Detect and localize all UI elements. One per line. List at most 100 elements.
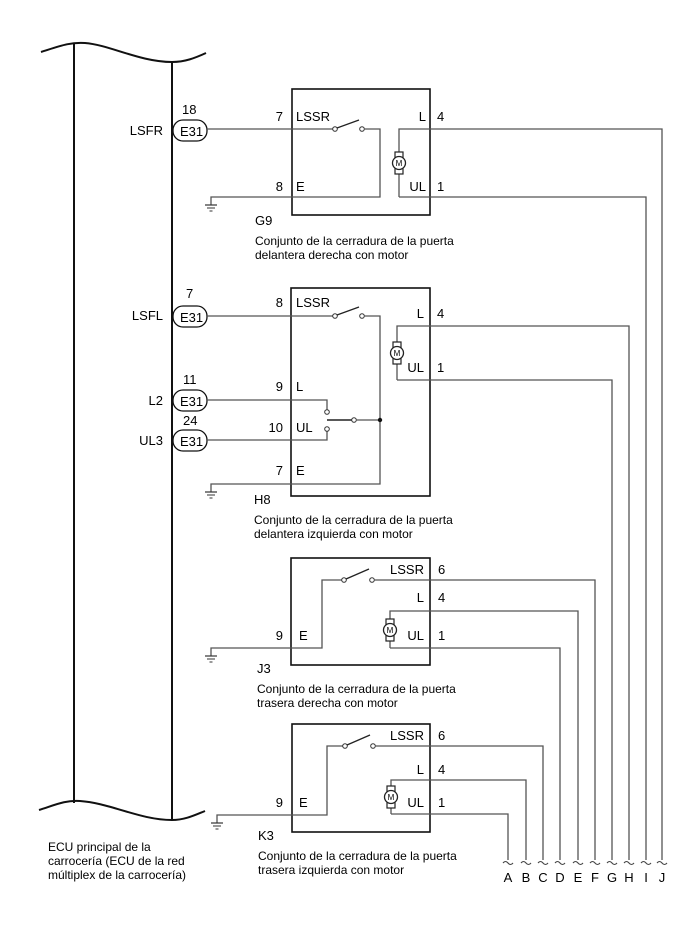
- break-mark: [520, 860, 532, 866]
- component-caption-line: Conjunto de la cerradura de la puerta: [255, 234, 454, 248]
- svg-text:M: M: [388, 793, 395, 802]
- wire-ul3: [207, 431, 328, 441]
- break-mark: [502, 860, 514, 866]
- pin-number: 1: [437, 179, 444, 194]
- wire-l2: [207, 399, 328, 410]
- continuation-label: I: [644, 870, 648, 885]
- ecu-terminal-lsfr: 18 LSFR E31: [130, 102, 208, 142]
- continuation-marker-e: E: [572, 860, 584, 885]
- wire-ground-j3: [210, 579, 342, 656]
- break-mark: [623, 860, 635, 866]
- pin-number: 11: [183, 372, 197, 387]
- component-code: G9: [255, 213, 272, 228]
- wire-k3-ul: [391, 813, 509, 860]
- pin-number: 1: [438, 795, 445, 810]
- continuation-marker-b: B: [520, 860, 532, 885]
- component-caption-line: delantera izquierda con motor: [254, 527, 413, 541]
- break-mark: [589, 860, 601, 866]
- pin-label: LSSR: [390, 562, 424, 577]
- continuation-label: B: [522, 870, 531, 885]
- continuation-label: D: [555, 870, 564, 885]
- ecu-block: ECU principal de la carrocería (ECU de l…: [38, 41, 207, 882]
- ecu-terminal-ul3: 24 UL3 E31: [139, 413, 208, 452]
- continuation-label: C: [538, 870, 547, 885]
- connector-label: E31: [180, 394, 203, 409]
- signal-label: LSFL: [132, 308, 163, 323]
- wire-k3-lssr: [375, 745, 544, 860]
- pin-number: 4: [437, 306, 444, 321]
- switch-contact: [351, 417, 357, 423]
- ecu-caption-line: múltiplex de la carrocería): [48, 868, 186, 882]
- component-h8: 8 LSSR 9 L 10 UL 7 E L 4 UL 1 H8 Conjunt…: [207, 287, 630, 860]
- ground-symbols: [205, 204, 223, 830]
- pin-label: UL: [407, 360, 424, 375]
- pin-number: 10: [269, 420, 283, 435]
- ecu-break-bottom: [38, 799, 206, 822]
- pin-number: 4: [438, 762, 445, 777]
- motor-icon: M: [389, 341, 405, 365]
- switch-contact: [341, 577, 347, 583]
- motor-icon: M: [382, 618, 398, 642]
- continuation-marker-i: I: [640, 860, 652, 885]
- switch-blade: [346, 734, 371, 746]
- svg-text:M: M: [394, 349, 401, 358]
- wire-k3-l: [390, 779, 527, 860]
- component-box: [291, 88, 431, 216]
- motor-icon: M: [391, 151, 407, 175]
- component-caption-line: delantera derecha con motor: [255, 248, 408, 262]
- switch-contact: [359, 313, 365, 319]
- pin-number: 7: [276, 109, 283, 124]
- pin-label: E: [296, 179, 305, 194]
- pin-number: 8: [276, 295, 283, 310]
- break-mark: [572, 860, 584, 866]
- pin-label: L: [417, 590, 424, 605]
- switch-contact: [369, 577, 375, 583]
- signal-label: L2: [149, 393, 163, 408]
- ecu-caption-line: carrocería (ECU de la red: [48, 854, 185, 868]
- signal-label: UL3: [139, 433, 163, 448]
- pin-number: 6: [438, 728, 445, 743]
- pin-label: UL: [296, 420, 313, 435]
- pin-label: L: [296, 379, 303, 394]
- ground-icon: [205, 655, 217, 663]
- connector-badge: [172, 119, 208, 142]
- pin-label: LSSR: [296, 109, 330, 124]
- pin-label: UL: [407, 628, 424, 643]
- pin-number: 8: [276, 179, 283, 194]
- svg-text:M: M: [387, 626, 394, 635]
- continuation-label: F: [591, 870, 599, 885]
- component-k3: 9 E LSSR 6 L 4 UL 1 K3 Conjunto de la ce…: [216, 723, 544, 877]
- component-caption-line: trasera izquierda con motor: [258, 863, 404, 877]
- break-mark: [640, 860, 652, 866]
- component-caption-line: Conjunto de la cerradura de la puerta: [254, 513, 453, 527]
- pin-number: 7: [186, 286, 193, 301]
- component-code: J3: [257, 661, 271, 676]
- pin-number: 1: [438, 628, 445, 643]
- motor-symbols: M M M M: [382, 151, 407, 809]
- continuation-marker-a: A: [502, 860, 514, 885]
- ground-icon: [205, 204, 217, 212]
- signal-label: LSFR: [130, 123, 163, 138]
- pin-number: 9: [276, 628, 283, 643]
- continuation-marker-c: C: [537, 860, 549, 885]
- wire-ground-h8: [210, 315, 381, 492]
- continuation-label: J: [659, 870, 666, 885]
- ecu-caption-line: ECU principal de la: [48, 840, 151, 854]
- pin-label: E: [299, 628, 308, 643]
- continuation-marker-h: H: [623, 860, 635, 885]
- continuation-marker-d: D: [554, 860, 566, 885]
- ground-icon: [205, 491, 217, 499]
- switch-blade: [336, 306, 360, 316]
- ecu-terminal-lsfl: 7 LSFL E31: [132, 286, 208, 328]
- switch-contact: [332, 313, 338, 319]
- continuation-label: E: [574, 870, 583, 885]
- switch-contact: [370, 743, 376, 749]
- pin-number: 9: [276, 795, 283, 810]
- continuation-label: H: [624, 870, 633, 885]
- ecu-break-top: [40, 41, 207, 64]
- switch-contact: [359, 126, 365, 132]
- switch-contact: [324, 409, 330, 415]
- component-box: [290, 287, 431, 497]
